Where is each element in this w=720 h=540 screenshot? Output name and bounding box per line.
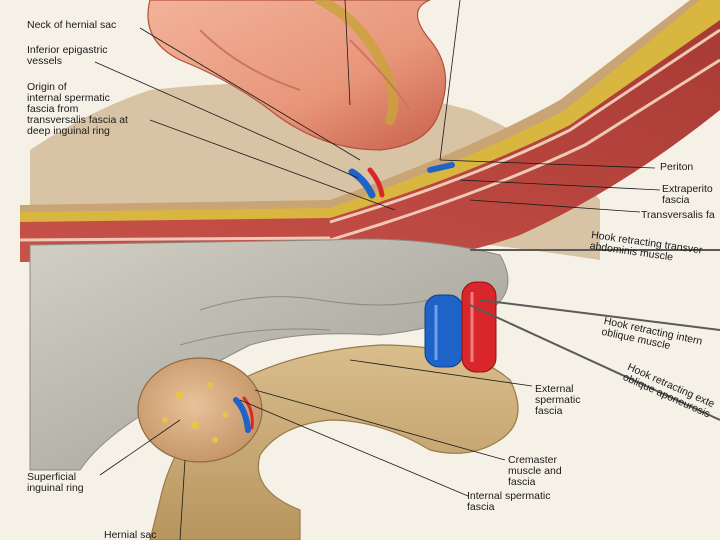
cord-artery	[242, 396, 254, 430]
leader-external-spermatic	[349, 359, 533, 387]
epigastric-vein-right	[427, 162, 455, 173]
mesentery-fat	[315, 0, 399, 125]
retraction-hooks	[469, 249, 720, 421]
intestine-fold-2	[349, 39, 411, 111]
femoral-vein	[424, 294, 464, 368]
label-extraperitoneal-fascia: Extraperito fascia	[662, 183, 713, 206]
hook-external-oblique	[469, 304, 720, 421]
intestine	[147, 0, 447, 151]
hook-internal-oblique	[479, 299, 720, 331]
leader-extraperitoneal	[459, 179, 661, 191]
leader-origin-fascia	[149, 119, 396, 211]
fascia-fold-2	[179, 328, 331, 346]
abdominal-wall-layers	[19, 0, 720, 262]
label-peritoneum: Periton	[660, 161, 694, 173]
label-hernial-sac: Hernial sac	[104, 529, 157, 540]
label-external-spermatic-fascia: External spermatic fascia	[535, 383, 581, 417]
leader-superficial-ring	[99, 419, 181, 476]
muscle-stripe-2	[329, 58, 720, 242]
leader-cremaster	[254, 389, 506, 461]
leader-top-2	[439, 0, 461, 161]
label-neck-of-hernial-sac: Neck of hernial sac	[27, 19, 117, 31]
leader-internal-spermatic	[239, 399, 469, 497]
label-origin-internal-spermatic-fascia: Origin of internal spermatic fascia from…	[27, 81, 128, 137]
leader-transversalis	[469, 199, 641, 213]
label-internal-spermatic-fascia: Internal spermatic fascia	[467, 490, 551, 513]
leader-epigastric	[94, 61, 359, 179]
leader-lines	[94, 0, 661, 540]
cord-vein	[233, 397, 251, 433]
muscle-band	[20, 20, 720, 262]
intestine-fold-1	[199, 29, 301, 91]
label-transversalis-fascia: Transversalis fa	[641, 209, 715, 221]
femoral-artery	[461, 281, 497, 373]
leader-peritoneum	[439, 159, 656, 169]
muscle-stripe-3	[19, 236, 331, 242]
muscle-stripe-1	[329, 28, 720, 224]
label-inferior-epigastric-vessels: Inferior epigastric vessels	[27, 44, 108, 67]
label-cremaster-muscle: Cremaster muscle and fascia	[508, 454, 562, 488]
inferior-epigastric-vessels	[348, 162, 455, 199]
fascia-fold-1	[199, 296, 431, 311]
leader-neck-sac	[139, 27, 361, 161]
epigastric-vein	[348, 168, 376, 199]
leader-hernial-sac	[179, 459, 186, 540]
hernial-sac	[137, 357, 263, 463]
sac-fat-spots	[162, 382, 228, 443]
label-superficial-inguinal-ring: Superficial inguinal ring	[27, 471, 84, 494]
leader-top-1	[344, 0, 351, 106]
epigastric-artery	[367, 167, 385, 198]
